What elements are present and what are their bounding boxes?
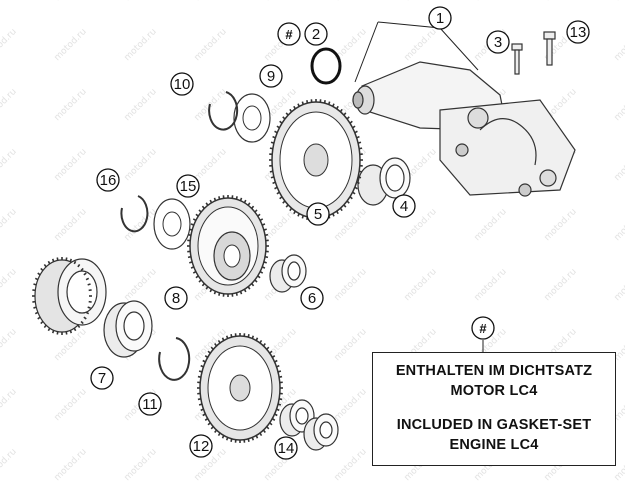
callout-label-5: 5: [314, 206, 322, 223]
legend-line-3: INCLUDED IN GASKET-SET: [373, 417, 615, 433]
needle-bearing-6: [270, 255, 306, 292]
callout-2: 2: [305, 23, 327, 45]
legend-box: ENTHALTEN IM DICHTSATZ MOTOR LC4 INCLUDE…: [372, 352, 616, 466]
gear-8: [190, 198, 266, 294]
circlip-10: [209, 92, 237, 130]
circlip-16: [121, 196, 147, 231]
callout-label-2: 2: [312, 26, 320, 43]
callout-15: 15: [177, 175, 199, 197]
legend-line-1: ENTHALTEN IM DICHTSATZ: [373, 363, 615, 379]
callout-label-16: 16: [100, 172, 117, 189]
callout-4: 4: [393, 195, 415, 217]
freewheel-7: [35, 259, 152, 357]
callout-label-hash-legend: #: [479, 321, 487, 336]
callout-label-3: 3: [494, 34, 502, 51]
callout-10: 10: [171, 73, 193, 95]
callout-14: 14: [275, 437, 297, 459]
callout-label-1: 1: [436, 10, 444, 27]
callout-1: 1: [429, 7, 451, 29]
callout-8: 8: [165, 287, 187, 309]
callout-label-14: 14: [278, 440, 295, 457]
callout-label-8: 8: [172, 290, 180, 307]
callout-hash-top: #: [278, 23, 300, 45]
callout-label-6: 6: [308, 290, 316, 307]
callout-5: 5: [307, 203, 329, 225]
callout-label-11: 11: [142, 396, 158, 413]
bolt-13: [544, 32, 555, 65]
callout-6: 6: [301, 287, 323, 309]
bolt-3: [512, 44, 522, 74]
gear-5: [272, 102, 360, 218]
callout-16: 16: [97, 169, 119, 191]
circlip-11: [159, 338, 189, 380]
o-ring: [312, 49, 340, 83]
callout-hash-legend: #: [472, 317, 494, 339]
callout-label-10: 10: [174, 76, 191, 93]
callout-label-13: 13: [570, 24, 587, 41]
callout-13: 13: [567, 21, 589, 43]
callout-label-9: 9: [267, 68, 275, 85]
callout-label-hash-top: #: [285, 27, 293, 42]
callout-label-4: 4: [400, 198, 408, 215]
legend-line-2: MOTOR LC4: [373, 383, 615, 399]
gear-12: [200, 336, 280, 440]
callout-label-7: 7: [98, 370, 106, 387]
callout-9: 9: [260, 65, 282, 87]
callout-11: 11: [139, 393, 161, 415]
callout-label-15: 15: [180, 178, 197, 195]
legend-line-4: ENGINE LC4: [373, 437, 615, 453]
callout-12: 12: [190, 435, 212, 457]
callout-7: 7: [91, 367, 113, 389]
callout-label-12: 12: [193, 438, 210, 455]
callout-3: 3: [487, 31, 509, 53]
